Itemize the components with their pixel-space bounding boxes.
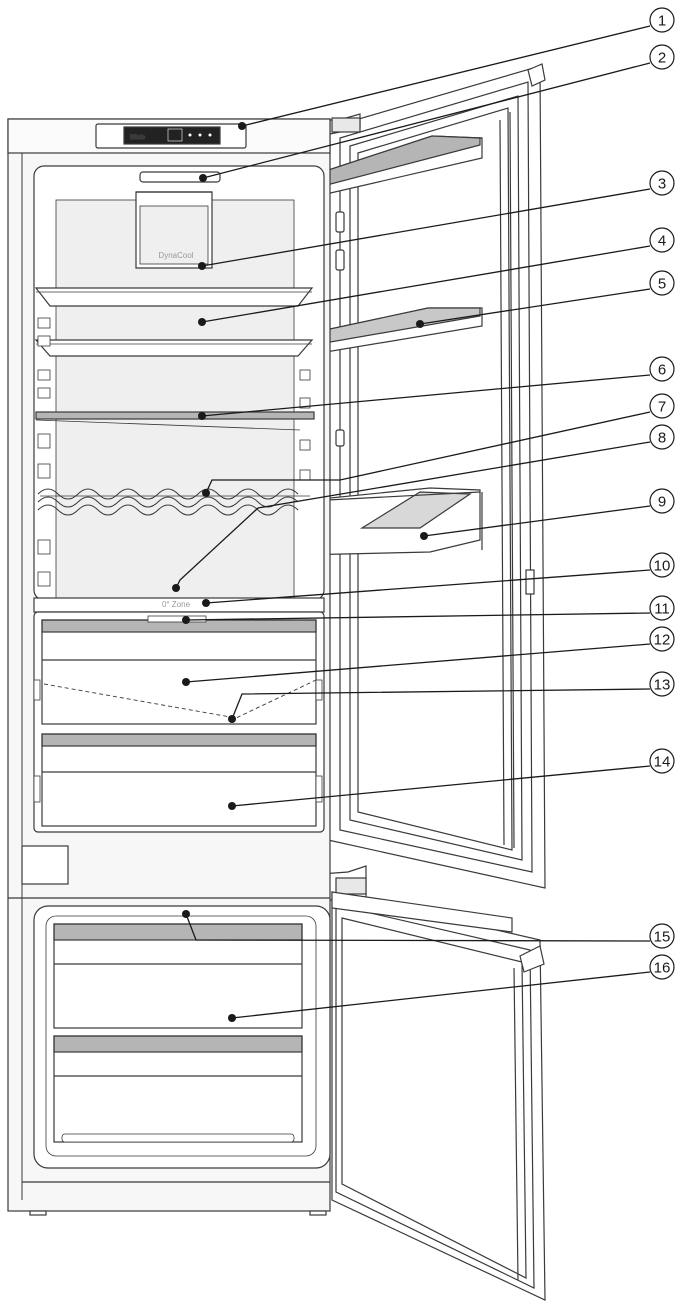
callout-dot	[182, 678, 190, 686]
callout-number: 7	[658, 399, 666, 416]
callout-dot	[202, 489, 210, 497]
callout-dot	[228, 715, 236, 723]
callout-number: 4	[658, 233, 666, 250]
brand-label: Miele	[130, 135, 146, 141]
callout-dot	[198, 412, 206, 420]
callout-dot	[199, 174, 207, 182]
callout-number: 14	[654, 754, 671, 771]
callout-dot	[182, 910, 190, 918]
callout-number: 9	[658, 494, 666, 511]
callout-dot	[238, 122, 246, 130]
zero-zone-label: 0° Zone	[162, 600, 191, 609]
callout-number: 6	[658, 362, 666, 379]
freezer-door	[332, 892, 545, 1300]
callout-dot	[202, 599, 210, 607]
dynacool-label: DynaCool	[158, 251, 193, 260]
callout-dot	[420, 532, 428, 540]
callout-dot	[182, 616, 190, 624]
cabinet: Miele	[8, 119, 330, 1215]
callout-number: 13	[654, 677, 671, 694]
callout-number: 11	[654, 601, 670, 618]
callout-dot	[228, 1014, 236, 1022]
callout-dot	[416, 320, 424, 328]
callout-number: 15	[654, 929, 671, 946]
callout-number: 12	[654, 632, 671, 649]
callout-dot	[198, 318, 206, 326]
callout-number: 5	[658, 276, 666, 293]
callout-dot	[228, 802, 236, 810]
callout-number: 8	[658, 430, 666, 447]
callout-number: 3	[658, 176, 666, 193]
callout-number: 1	[658, 13, 666, 30]
callout-dot	[198, 262, 206, 270]
callout-number: 10	[654, 558, 671, 575]
callout-number: 2	[658, 50, 666, 67]
callout-number: 16	[654, 960, 671, 977]
callout-dot	[172, 584, 180, 592]
